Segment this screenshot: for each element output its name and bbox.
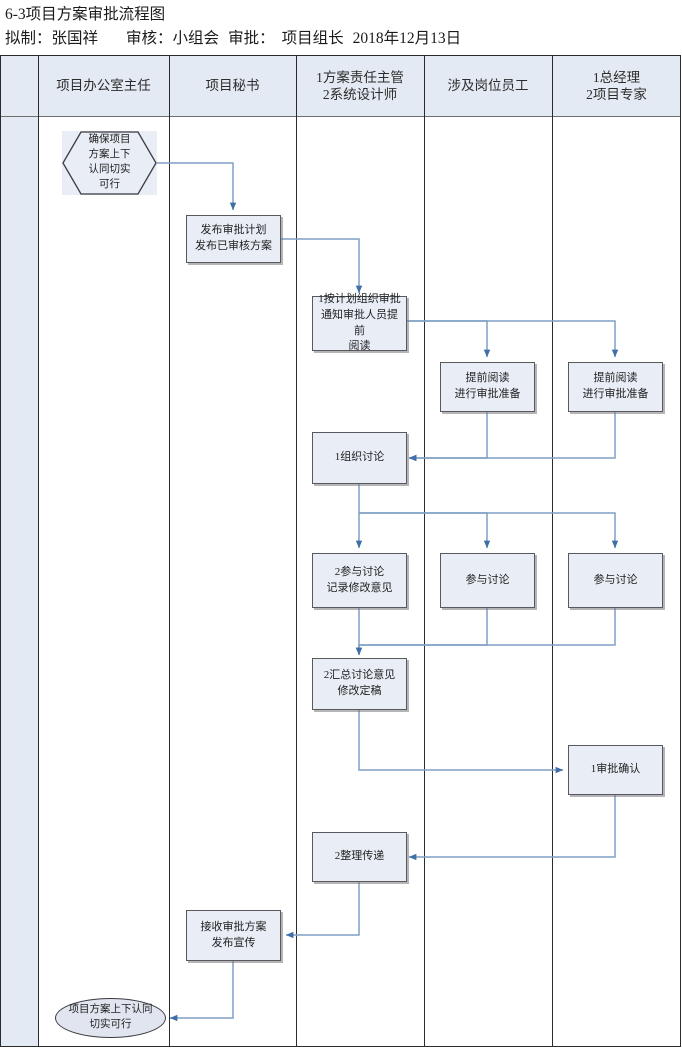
node-publish-plan[interactable]: 发布审批计划 发布已审核方案	[186, 215, 281, 263]
reviewed-label: 审核：	[126, 30, 173, 47]
node-preread-gm-text: 提前阅读 进行审批准备	[582, 372, 649, 400]
lane-label-office-dir: 项目办公室主任	[56, 78, 151, 94]
lane-label-supervisor-line1: 1方案责任主管	[316, 69, 404, 85]
prepared-label: 拟制：	[5, 30, 52, 47]
lane-header-band	[0, 55, 681, 117]
node-approve-confirm-text: 1审批确认	[590, 763, 641, 776]
lane-divider-3	[296, 55, 297, 1047]
lane-label-secretary: 项目秘书	[205, 78, 260, 94]
left-margin-strip	[0, 55, 38, 1047]
lane-divider-4	[424, 55, 425, 1047]
node-organize-deliver[interactable]: 2整理传递	[312, 832, 407, 882]
document-date: 2018年12月13日	[352, 30, 462, 47]
node-approve-confirm[interactable]: 1审批确认	[568, 745, 663, 795]
prepared-by: 张国祥	[51, 30, 99, 47]
node-end-terminator-text: 项目方案上下认同 切实可行	[68, 1004, 153, 1030]
lane-header-gm: 1总经理 2项目专家	[552, 55, 681, 117]
lane-header-supervisor: 1方案责任主管 2系统设计师	[296, 55, 424, 117]
node-organize-discussion[interactable]: 1组织讨论	[312, 432, 407, 484]
node-join-discussion-gm-text: 参与讨论	[593, 573, 638, 586]
page-title: 6-3项目方案审批流程图	[5, 6, 166, 23]
hexagon-shape	[62, 131, 157, 195]
title-block: 6-3项目方案审批流程图 拟制：张国祥 审核：小组会审批： 项目组长 2018年12月…	[0, 0, 682, 55]
lane-label-gm-line2: 2项目专家	[586, 87, 647, 102]
diagram-frame	[0, 55, 681, 1047]
node-join-discussion-staff[interactable]: 参与讨论	[440, 553, 535, 608]
lane-divider-1	[38, 55, 39, 1047]
node-publish-plan-text: 发布审批计划 发布已审核方案	[195, 224, 272, 252]
node-start-hexagon-text: 确保项目 方案上下 认同切实 可行	[88, 134, 131, 190]
lane-label-gm-line1: 1总经理	[592, 69, 641, 85]
lane-divider-2	[169, 55, 170, 1047]
node-join-discussion-main[interactable]: 2参与讨论 记录修改意见	[312, 553, 407, 608]
node-organize-discussion-text: 1组织讨论	[334, 451, 385, 464]
lane-label-staff: 涉及岗位员工	[447, 78, 529, 94]
node-summarize-text: 2汇总讨论意见 修改定稿	[323, 669, 396, 697]
node-receive-publish[interactable]: 接收审批方案 发布宣传	[186, 910, 281, 961]
node-join-discussion-gm[interactable]: 参与讨论	[568, 553, 663, 608]
node-organize-review-text: 1按计划组织审批 通知审批人员提前 阅读	[318, 293, 401, 353]
lane-label-supervisor-line2: 2系统设计师	[322, 87, 398, 102]
node-receive-publish-text: 接收审批方案 发布宣传	[200, 920, 267, 949]
node-start-hexagon[interactable]: 确保项目 方案上下 认同切实 可行	[62, 131, 157, 195]
approved-label: 审批：	[228, 30, 275, 47]
document-meta-line: 拟制：张国祥 审核：小组会审批： 项目组长 2018年12月13日	[5, 26, 461, 48]
reviewed-by: 小组会	[172, 30, 220, 47]
approved-by: 项目组长	[281, 30, 344, 47]
lane-divider-5	[552, 55, 553, 1047]
lane-header-office-dir: 项目办公室主任	[38, 55, 169, 117]
node-summarize[interactable]: 2汇总讨论意见 修改定稿	[312, 658, 407, 710]
node-preread-staff-text: 提前阅读 进行审批准备	[454, 372, 521, 400]
lane-header-staff: 涉及岗位员工	[424, 55, 552, 117]
node-organize-review[interactable]: 1按计划组织审批 通知审批人员提前 阅读	[312, 293, 407, 352]
node-end-terminator[interactable]: 项目方案上下认同 切实可行	[55, 998, 166, 1038]
node-join-discussion-staff-text: 参与讨论	[465, 573, 510, 586]
node-join-discussion-main-text: 2参与讨论 记录修改意见	[326, 565, 393, 594]
node-preread-staff[interactable]: 提前阅读 进行审批准备	[440, 362, 535, 412]
node-preread-gm[interactable]: 提前阅读 进行审批准备	[568, 362, 663, 412]
lane-header-secretary: 项目秘书	[169, 55, 296, 117]
node-organize-deliver-text: 2整理传递	[334, 850, 385, 863]
